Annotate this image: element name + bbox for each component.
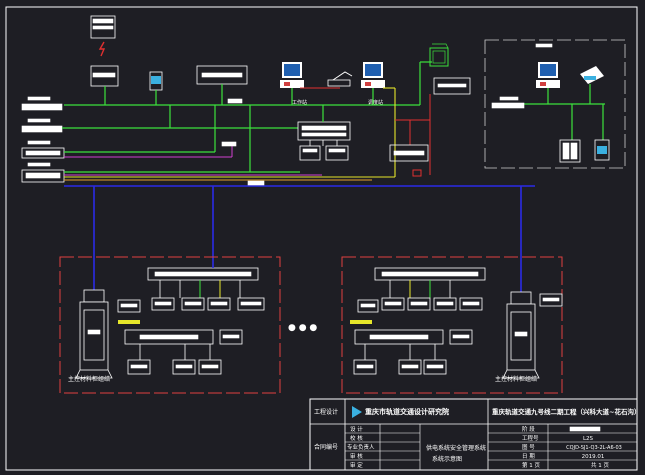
role-1: 设 计 [350,425,363,433]
field-value-2: L2S [583,436,594,442]
field-value-4: 2019.01 [582,454,605,460]
remote-station-frame [484,39,626,169]
title-block: 工程设计 合同编号 重庆市轨道交通设计研究院 重庆轨道交通九号线二期工程（兴科大… [309,398,640,471]
left-col-1: 工程设计 [314,408,338,416]
ellipsis-dots: ● ● ● [288,323,317,333]
node-label-left: 主控材料柜组结 [68,375,110,383]
cabinet-icon [559,139,581,163]
field-label-4: 日 期 [522,453,535,460]
substation-left: 主控材料柜组结 [68,265,265,383]
controller-cluster [297,105,351,161]
field-value-3: CQJD-SJ1-Q3-2L-A6-03 [566,445,622,451]
printer-icon [429,43,449,67]
power-source [90,15,116,57]
lightning-icon [98,41,106,57]
console-device [327,79,351,87]
switch-icon [491,96,525,109]
drawing-title-2: 系统示意图 [432,455,462,463]
field-label-5: 第 1 页 [522,461,540,469]
monitor-workstation-icon [536,62,560,88]
substation-frame-right [341,256,563,394]
substation-frame-left [59,256,281,394]
printer-icon [580,66,604,84]
ws-caption-2: 调度站 [368,99,383,106]
switch-icon [21,140,65,159]
switch-icon [21,118,63,133]
red-terminal [412,169,422,177]
role-5: 审 定 [350,461,363,469]
monitor-workstation-icon [280,62,304,88]
field-label-3: 图 号 [522,443,535,451]
field-label-1: 阶 段 [522,425,535,433]
node-label-right: 主控材料柜组结 [495,375,537,383]
logo-icon [352,406,362,418]
switch-icon [21,96,63,111]
microphone-icon [329,71,353,83]
bus-tag [227,98,243,104]
turnstile-icon [594,139,610,161]
company-name: 重庆市轨道交通设计研究院 [365,407,449,416]
drawing-title-1: 供电系统安全管理系统 [426,444,486,452]
field-label-2: 工程号 [522,434,539,442]
project-name: 重庆轨道交通九号线二期工程（兴科大道~花石沟） [492,407,640,416]
monitor-workstation-icon [361,62,385,88]
switch-icon [21,162,65,183]
role-4: 审 核 [350,452,363,460]
substation-right: 主控材料柜组结 [350,267,563,383]
role-2: 校 核 [350,434,363,442]
role-3: 专业负责人 [347,443,375,451]
field-value-5: 共 1 页 [591,461,609,469]
left-col-2: 合同编号 [314,443,338,451]
router-icon [389,144,429,162]
ws-caption-1: 工作站 [292,99,307,106]
